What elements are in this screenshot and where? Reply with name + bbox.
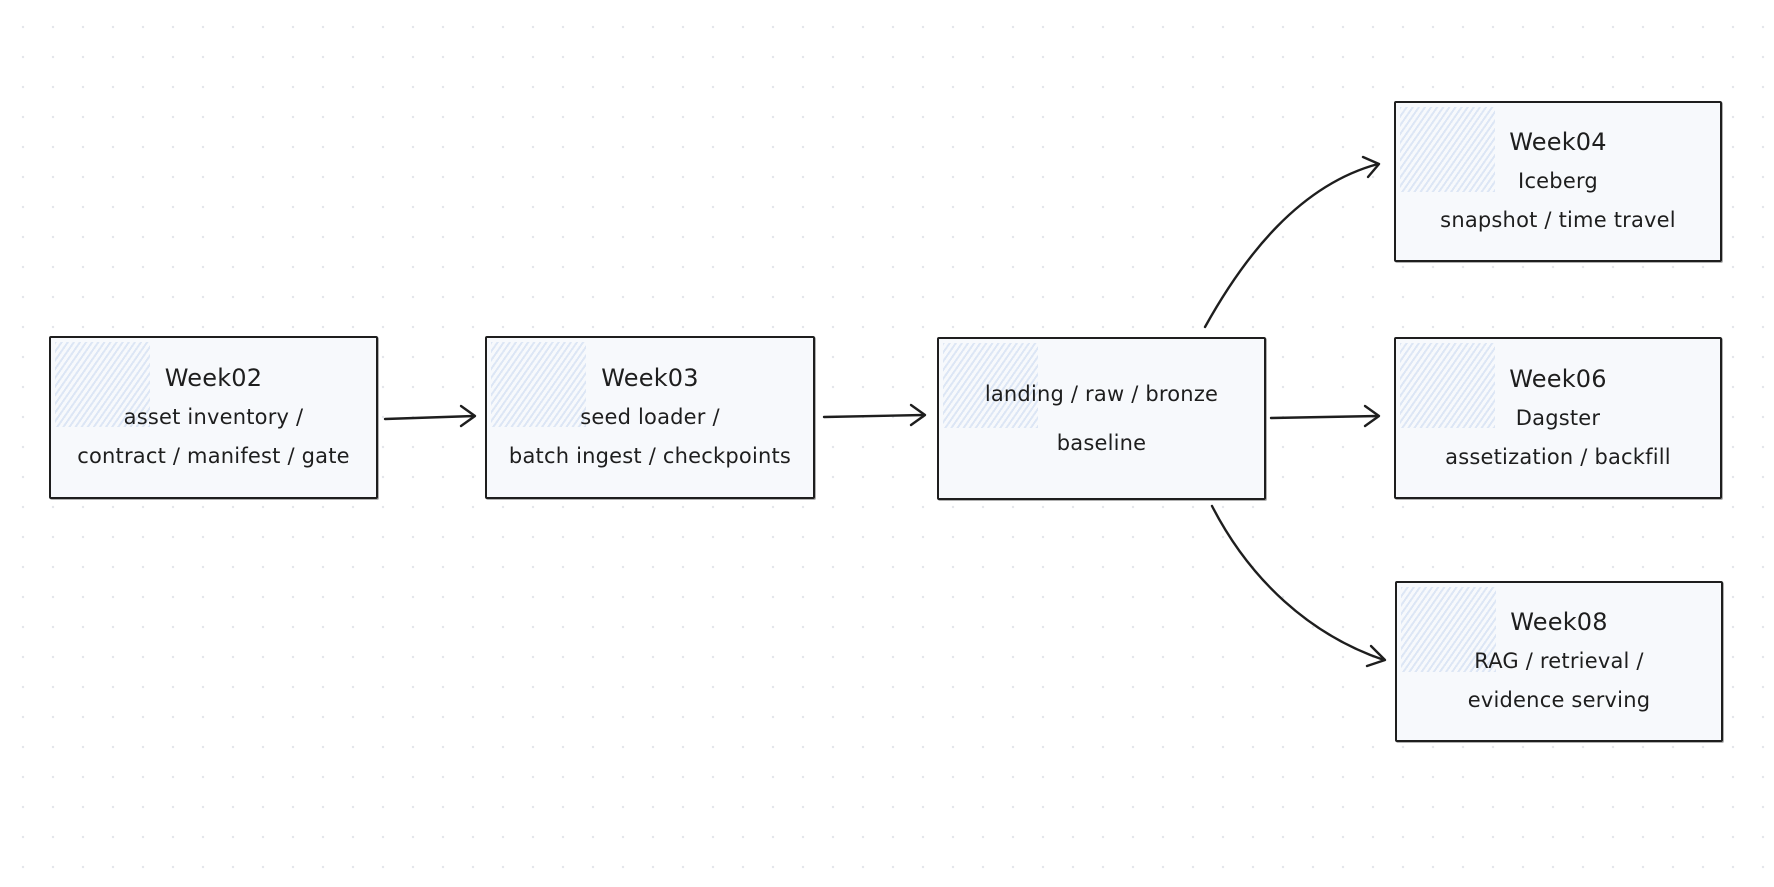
edge-week02-week03[interactable] [383, 404, 477, 428]
node-landing-line-1: landing / raw / bronze [984, 381, 1219, 406]
node-week03[interactable]: Week03 seed loader / batch ingest / chec… [485, 336, 815, 499]
edge-week03-landing[interactable] [822, 403, 927, 427]
node-landing-baseline[interactable]: landing / raw / bronze baseline [937, 337, 1266, 500]
node-week08-title: Week08 [1510, 608, 1608, 636]
node-week02-line-3: contract / manifest / gate [77, 444, 350, 468]
node-week08-line-3: evidence serving [1467, 688, 1651, 712]
node-week04-line-3: snapshot / time travel [1440, 208, 1676, 232]
node-week04-title: Week04 [1509, 128, 1607, 156]
node-week02-title: Week02 [164, 364, 263, 392]
edge-landing-week04[interactable] [1203, 155, 1381, 329]
node-week03-line-2: seed loader / [580, 405, 720, 429]
node-week04-line-2: Iceberg [1518, 169, 1598, 193]
node-week04[interactable]: Week04 Iceberg snapshot / time travel [1394, 101, 1722, 262]
node-week03-title: Week03 [601, 364, 699, 392]
edge-landing-week06[interactable] [1269, 404, 1381, 428]
node-week08[interactable]: Week08 RAG / retrieval / evidence servin… [1395, 581, 1723, 742]
edge-landing-week08[interactable] [1210, 504, 1387, 668]
node-week03-line-3: batch ingest / checkpoints [508, 444, 792, 468]
node-week06-line-3: assetization / backfill [1445, 444, 1671, 469]
node-week08-line-2: RAG / retrieval / [1474, 649, 1644, 673]
node-landing-line-2: baseline [1056, 430, 1147, 455]
node-week02-line-2: asset inventory / [123, 405, 304, 429]
node-week06[interactable]: Week06 Dagster assetization / backfill [1394, 337, 1722, 499]
node-week06-title: Week06 [1509, 364, 1607, 393]
node-week06-line-2: Dagster [1515, 405, 1601, 430]
node-week02[interactable]: Week02 asset inventory / contract / mani… [49, 336, 378, 499]
